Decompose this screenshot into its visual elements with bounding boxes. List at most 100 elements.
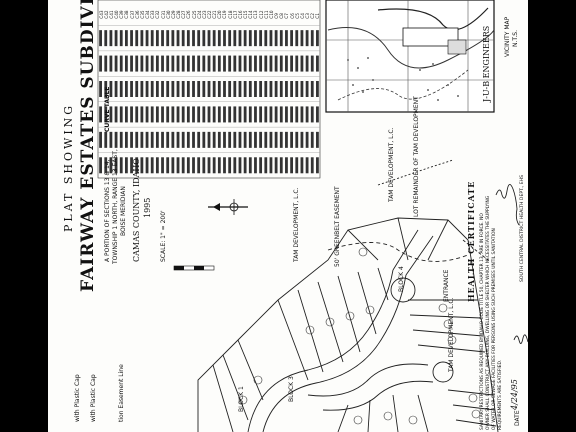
curve-value-cell <box>248 131 252 148</box>
curve-value-cell <box>99 106 102 123</box>
curve-value-cell <box>119 106 123 123</box>
curve-value-cell <box>176 30 180 47</box>
curve-value-cell <box>99 55 102 72</box>
curve-value-cell <box>285 55 288 72</box>
curve-value-cell <box>186 55 190 72</box>
curve-value-cell <box>181 157 185 174</box>
curve-value-cell <box>223 55 226 72</box>
curve-value-cell <box>264 81 268 97</box>
curve-value-cell <box>114 81 118 97</box>
curve-value-cell <box>238 81 242 97</box>
curve-value-cell <box>114 131 118 148</box>
health-signature <box>495 184 520 226</box>
curve-value-cell <box>140 55 144 72</box>
curve-value-cell <box>254 131 257 148</box>
curve-value-cell <box>285 106 288 123</box>
curve-value-cell <box>212 131 216 148</box>
curve-value-cell <box>248 55 252 72</box>
curve-value-cell <box>186 157 190 174</box>
curve-value-cell <box>233 30 237 47</box>
curve-value-cell <box>316 106 319 123</box>
curve-value-cell <box>305 106 309 123</box>
curve-value-cell <box>285 157 288 174</box>
curve-value-cell <box>243 81 247 97</box>
curve-value-cell <box>192 106 195 123</box>
curve-value-cell <box>119 55 123 72</box>
curve-value-cell <box>295 81 299 97</box>
lot-number-circles <box>238 247 481 425</box>
curve-value-cell <box>197 106 201 123</box>
curve-value-cell <box>228 30 232 47</box>
curve-value-cell <box>217 55 221 72</box>
curve-value-cell <box>161 106 164 123</box>
curve-value-cell <box>202 30 206 47</box>
curve-value-cell <box>295 106 299 123</box>
curve-value-cell <box>140 81 144 97</box>
curve-value-cell <box>166 131 170 148</box>
curve-value-cell <box>264 106 268 123</box>
curve-value-cell <box>119 30 123 47</box>
curve-value-cell <box>135 106 139 123</box>
curve-value-cell <box>248 30 252 47</box>
curve-value-cell <box>186 81 190 97</box>
curve-value-cell <box>104 55 108 72</box>
curve-value-cell <box>207 81 211 97</box>
curve-value-cell <box>233 131 237 148</box>
curve-value-cell <box>223 131 226 148</box>
curve-value-cell <box>310 30 314 47</box>
curve-value-cell <box>228 106 232 123</box>
curve-value-cell <box>285 131 288 148</box>
curve-value-cell <box>310 131 314 148</box>
plat-sheet: PLAT SHOWING FAIRWAY ESTATES SUBDIVISION… <box>48 0 528 432</box>
curve-value-cell <box>212 30 216 47</box>
curve-value-cell <box>155 55 159 72</box>
curve-value-cell <box>181 55 185 72</box>
curve-value-cell <box>124 30 128 47</box>
curve-value-cell <box>192 157 195 174</box>
curve-value-cell <box>130 55 133 72</box>
curve-value-cell <box>305 30 309 47</box>
curve-value-cell <box>176 55 180 72</box>
curve-value-cell <box>135 157 139 174</box>
curve-value-cell <box>279 157 283 174</box>
curve-value-cell <box>130 131 133 148</box>
curve-value-cell <box>109 157 113 174</box>
curve-value-cell <box>176 131 180 148</box>
curve-value-cell <box>140 157 144 174</box>
curve-value-cell <box>150 131 154 148</box>
curve-value-cell <box>243 106 247 123</box>
curve-value-cell <box>145 55 149 72</box>
curve-value-cell <box>202 81 206 97</box>
curve-value-cell <box>228 157 232 174</box>
curve-value-cell <box>104 157 108 174</box>
curve-value-cell <box>217 30 221 47</box>
curve-value-cell <box>161 30 164 47</box>
curve-value-cell <box>254 81 257 97</box>
curve-value-cell <box>166 157 170 174</box>
curve-value-cell <box>316 55 319 72</box>
curve-value-cell <box>269 30 273 47</box>
curve-value-cell <box>238 30 242 47</box>
curve-value-cell <box>99 131 102 148</box>
north-arrow-icon <box>208 199 248 215</box>
curve-value-cell <box>171 131 175 148</box>
subdivision-plan <box>197 159 499 432</box>
curve-value-cell <box>99 157 102 174</box>
curve-value-cell <box>130 106 133 123</box>
curve-value-cell <box>135 81 139 97</box>
curve-value-cell <box>192 131 195 148</box>
curve-value-cell <box>217 106 221 123</box>
curve-value-cell <box>114 106 118 123</box>
curve-value-cell <box>171 157 175 174</box>
curve-value-cell <box>124 81 128 97</box>
curve-value-cell <box>181 30 185 47</box>
curve-value-cell <box>279 131 283 148</box>
curve-value-cell <box>259 55 263 72</box>
curve-value-cell <box>192 81 195 97</box>
curve-value-cell <box>197 55 201 72</box>
curve-value-cell <box>316 157 319 174</box>
curve-value-cell <box>228 81 232 97</box>
curve-value-cell <box>264 131 268 148</box>
curve-value-cell <box>316 131 319 148</box>
curve-value-cell <box>233 106 237 123</box>
